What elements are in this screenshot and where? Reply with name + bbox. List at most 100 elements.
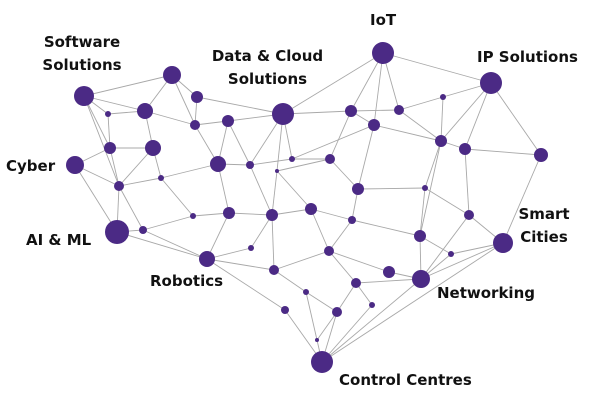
label-ai-ml: AI & ML xyxy=(26,231,92,249)
network-edge xyxy=(440,82,492,142)
network-node xyxy=(448,251,454,257)
network-node xyxy=(139,226,147,234)
network-node xyxy=(248,245,254,251)
label-data-cloud-solutions: Data & Cloud Solutions xyxy=(205,45,330,91)
network-edge xyxy=(350,52,384,112)
network-edge xyxy=(83,74,173,97)
network-edge xyxy=(357,187,426,190)
network-edge xyxy=(276,170,312,210)
network-node xyxy=(105,111,111,117)
hub-node xyxy=(137,103,153,119)
network-edge xyxy=(419,140,442,237)
network-edge xyxy=(329,158,359,190)
network-edge xyxy=(373,124,442,142)
network-edge xyxy=(227,120,251,166)
network-edge xyxy=(420,214,470,280)
network-edge xyxy=(382,52,492,84)
network-node xyxy=(383,266,395,278)
network-edge xyxy=(398,109,442,142)
network-node xyxy=(266,209,278,221)
network-edge xyxy=(206,258,286,311)
network-edge xyxy=(160,177,194,217)
network-node xyxy=(352,183,364,195)
network-edge xyxy=(336,282,357,313)
network-node xyxy=(190,120,200,130)
network-node xyxy=(414,230,426,242)
network-node xyxy=(464,210,474,220)
network-edge xyxy=(206,258,275,271)
network-edge xyxy=(321,242,504,363)
network-node xyxy=(324,246,334,256)
network-edge xyxy=(464,82,492,150)
network-edge xyxy=(464,148,542,156)
network-edge xyxy=(192,212,230,217)
network-edge xyxy=(398,96,444,111)
network-edge xyxy=(118,185,144,231)
network-edge xyxy=(373,52,384,126)
network-edge xyxy=(424,187,470,216)
network-edge xyxy=(171,74,196,126)
network-edge xyxy=(142,229,208,260)
network-edge xyxy=(490,82,542,156)
hub-node xyxy=(66,156,84,174)
label-robotics: Robotics xyxy=(150,272,224,290)
network-edge xyxy=(109,147,120,187)
label-networking: Networking xyxy=(437,284,535,302)
network-edge xyxy=(502,154,542,244)
network-node xyxy=(440,94,446,100)
network-node xyxy=(459,143,471,155)
network-node xyxy=(104,142,116,154)
hub-node xyxy=(74,86,94,106)
network-edge xyxy=(271,208,312,216)
network-node xyxy=(315,338,319,342)
label-software-solutions: Software Solutions xyxy=(22,31,142,77)
network-node xyxy=(435,135,447,147)
network-edge xyxy=(74,164,118,233)
network-node xyxy=(114,181,124,191)
network-edge xyxy=(273,269,307,293)
network-edge xyxy=(116,231,208,260)
network-edge xyxy=(310,208,330,252)
network-node xyxy=(269,265,279,275)
network-edge xyxy=(328,250,390,273)
network-edge xyxy=(282,52,384,115)
network-edge xyxy=(249,164,273,216)
network-edge xyxy=(328,219,353,252)
hub-node xyxy=(493,233,513,253)
network-edge xyxy=(355,278,422,284)
network-node xyxy=(369,302,375,308)
network-node xyxy=(325,154,335,164)
network-node xyxy=(223,207,235,219)
network-node xyxy=(303,289,309,295)
network-node xyxy=(348,216,356,224)
network-edge xyxy=(419,187,426,237)
hub-node xyxy=(210,156,226,172)
hub-node xyxy=(272,103,294,125)
network-node xyxy=(368,119,380,131)
hub-node xyxy=(105,220,129,244)
network-node xyxy=(281,306,289,314)
network-edge xyxy=(196,96,284,115)
network-edge xyxy=(305,291,318,341)
network-edge xyxy=(321,278,422,363)
network-node xyxy=(158,175,164,181)
hub-node xyxy=(199,251,215,267)
network-node xyxy=(422,185,428,191)
network-edge xyxy=(321,304,373,363)
network-edge xyxy=(118,177,162,187)
network-edge xyxy=(83,95,120,187)
network-edge xyxy=(206,212,230,260)
network-node xyxy=(534,148,548,162)
hub-node xyxy=(480,72,502,94)
network-node xyxy=(222,115,234,127)
network-edge xyxy=(249,158,293,166)
network-edge xyxy=(142,215,194,231)
network-edge xyxy=(273,250,330,271)
network-edge xyxy=(160,163,219,179)
network-edge xyxy=(217,163,230,214)
label-ip-solutions: IP Solutions xyxy=(477,48,578,66)
label-iot: IoT xyxy=(370,11,397,29)
hub-node xyxy=(145,140,161,156)
network-node xyxy=(275,169,279,173)
